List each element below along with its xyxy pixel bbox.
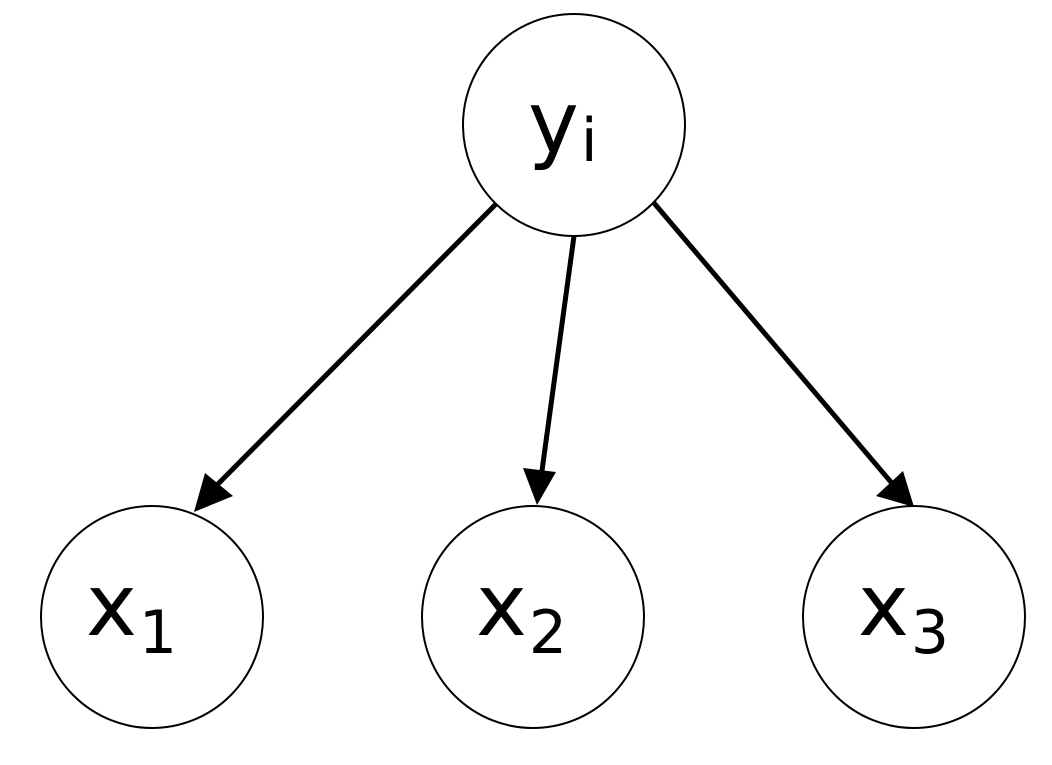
arrowhead-x1-icon (194, 473, 233, 512)
node-x2-subscript: 2 (529, 598, 567, 668)
arrowhead-x2-icon (523, 468, 556, 505)
node-yi: yi (462, 13, 686, 237)
node-x1: x1 (40, 505, 264, 729)
svg-text:x2: x2 (476, 556, 567, 668)
svg-text:yi: yi (528, 73, 598, 176)
node-x2: x2 (421, 505, 645, 729)
edge-yi-to-x2 (538, 235, 577, 479)
edges-group (194, 201, 914, 512)
edge-yi-to-x3 (652, 201, 898, 490)
node-x3: x3 (802, 505, 1026, 729)
node-x1-subscript: 1 (139, 598, 177, 668)
node-yi-base: y (528, 73, 579, 173)
arrowhead-x3-icon (876, 471, 914, 507)
node-yi-subscript: i (581, 106, 598, 176)
node-x3-base: x (858, 556, 909, 656)
node-x3-subscript: 3 (911, 598, 949, 668)
edge-yi-to-x1 (212, 201, 499, 490)
node-x1-base: x (86, 556, 137, 656)
node-x2-base: x (476, 556, 527, 656)
svg-text:x3: x3 (858, 556, 949, 668)
svg-text:x1: x1 (86, 556, 177, 668)
